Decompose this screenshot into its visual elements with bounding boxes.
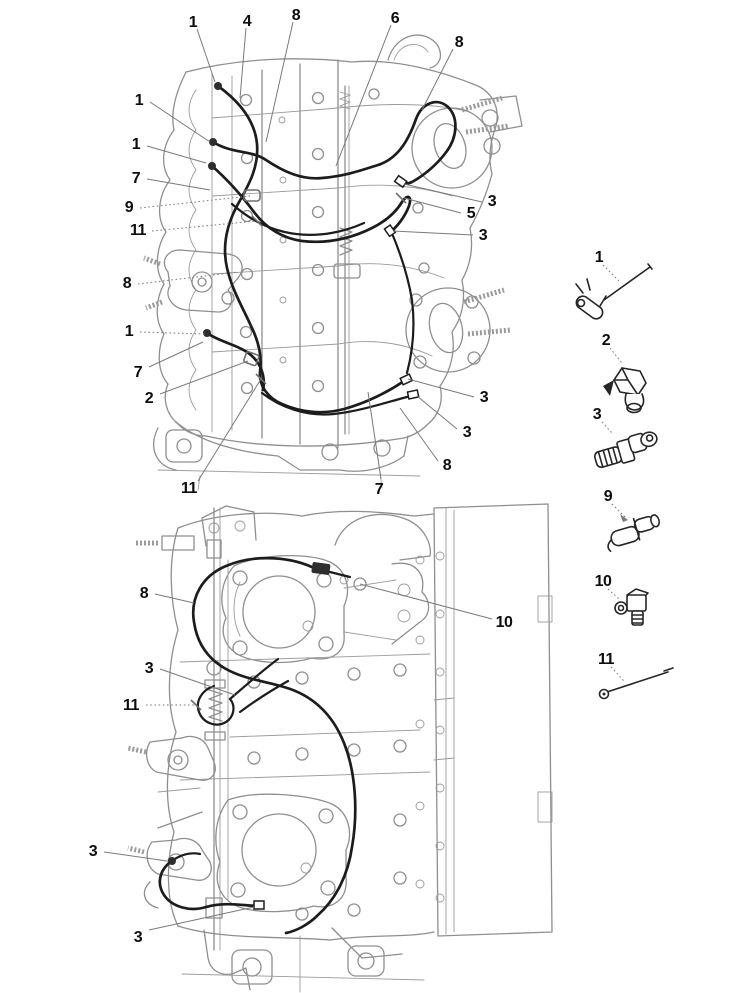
- callout-number: 3: [488, 193, 497, 210]
- cable-tie-icon: [598, 667, 674, 700]
- thermostat-cover-upper: [411, 95, 523, 189]
- callout-number: 6: [391, 10, 400, 27]
- fuel-pump-mid: [127, 735, 216, 793]
- callout-number: 1: [132, 136, 141, 153]
- callout-number: 3: [145, 660, 154, 677]
- callout-number: 8: [140, 585, 149, 602]
- hose-clamp-2: [243, 351, 260, 367]
- callout-number: 3: [479, 227, 488, 244]
- engine-mount-base-top-view: [153, 421, 421, 491]
- callout-number: 9: [125, 199, 134, 216]
- cable-tie-installed-bottom: [190, 699, 202, 711]
- callout-number: 3: [134, 929, 143, 946]
- legend-callout-number: 3: [593, 406, 602, 423]
- fuel-pump-lower: [127, 811, 212, 909]
- sensor-plug-icon: [593, 431, 658, 469]
- engine-mount-base-bottom-view: [181, 927, 425, 993]
- intake-flange-lower: [215, 793, 351, 913]
- legend-callout-number: 9: [604, 488, 613, 505]
- shift-linkage: [204, 507, 229, 951]
- callout-number: 8: [123, 275, 132, 292]
- callout-number: 8: [455, 34, 464, 51]
- callout-number: 1: [189, 14, 198, 31]
- leader-arrowhead: [620, 514, 628, 522]
- callout-number: 11: [123, 697, 140, 714]
- leader-lines: [103, 21, 628, 931]
- callout-number: 8: [443, 457, 452, 474]
- bottom-engine-hoses: [158, 556, 357, 935]
- callout-number: 11: [130, 222, 147, 239]
- thermostat-cover-lower: [405, 287, 511, 373]
- tube-joint-installed: [243, 189, 261, 202]
- callout-labels: 1 4 8 6 8 1 1 7 9 11 8 1 7 2 3 5 3 3 3 8…: [89, 7, 615, 946]
- callout-number: 7: [134, 364, 143, 381]
- hose-clamp-5: [395, 192, 407, 204]
- callout-number: 3: [463, 424, 472, 441]
- bolt-heads-top-view: [239, 88, 430, 395]
- oil-pump-upper: [143, 249, 243, 313]
- callout-number: 5: [467, 205, 476, 222]
- callout-number: 7: [375, 481, 384, 498]
- parts-legend: [575, 263, 674, 700]
- callout-number: 1: [135, 92, 144, 109]
- callout-number: 3: [480, 389, 489, 406]
- callout-number: 3: [89, 843, 98, 860]
- legend-callout-number: 10: [595, 573, 612, 590]
- legend-callout-number: 1: [595, 249, 604, 266]
- bottom-engine-illustration: [127, 503, 553, 993]
- elbow-fitting-icon: [603, 367, 647, 414]
- callout-number: 2: [145, 390, 154, 407]
- callout-number: 11: [181, 480, 198, 497]
- callout-number: 4: [243, 13, 252, 30]
- right-angle-fitting-icon: [614, 588, 649, 626]
- tube-joint-icon: [607, 514, 660, 553]
- callout-number: 8: [292, 7, 301, 24]
- legend-callout-number: 11: [598, 651, 615, 668]
- top-engine-illustration: [143, 34, 523, 491]
- callout-number: 7: [132, 170, 141, 187]
- callout-number: 1: [125, 323, 134, 340]
- probe-rod-icon: [575, 263, 653, 320]
- top-engine-hoses: [203, 82, 457, 416]
- legend-callout-number: 2: [602, 332, 611, 349]
- cable-tie-installed-upper: [251, 215, 263, 227]
- callout-number: 10: [496, 614, 513, 631]
